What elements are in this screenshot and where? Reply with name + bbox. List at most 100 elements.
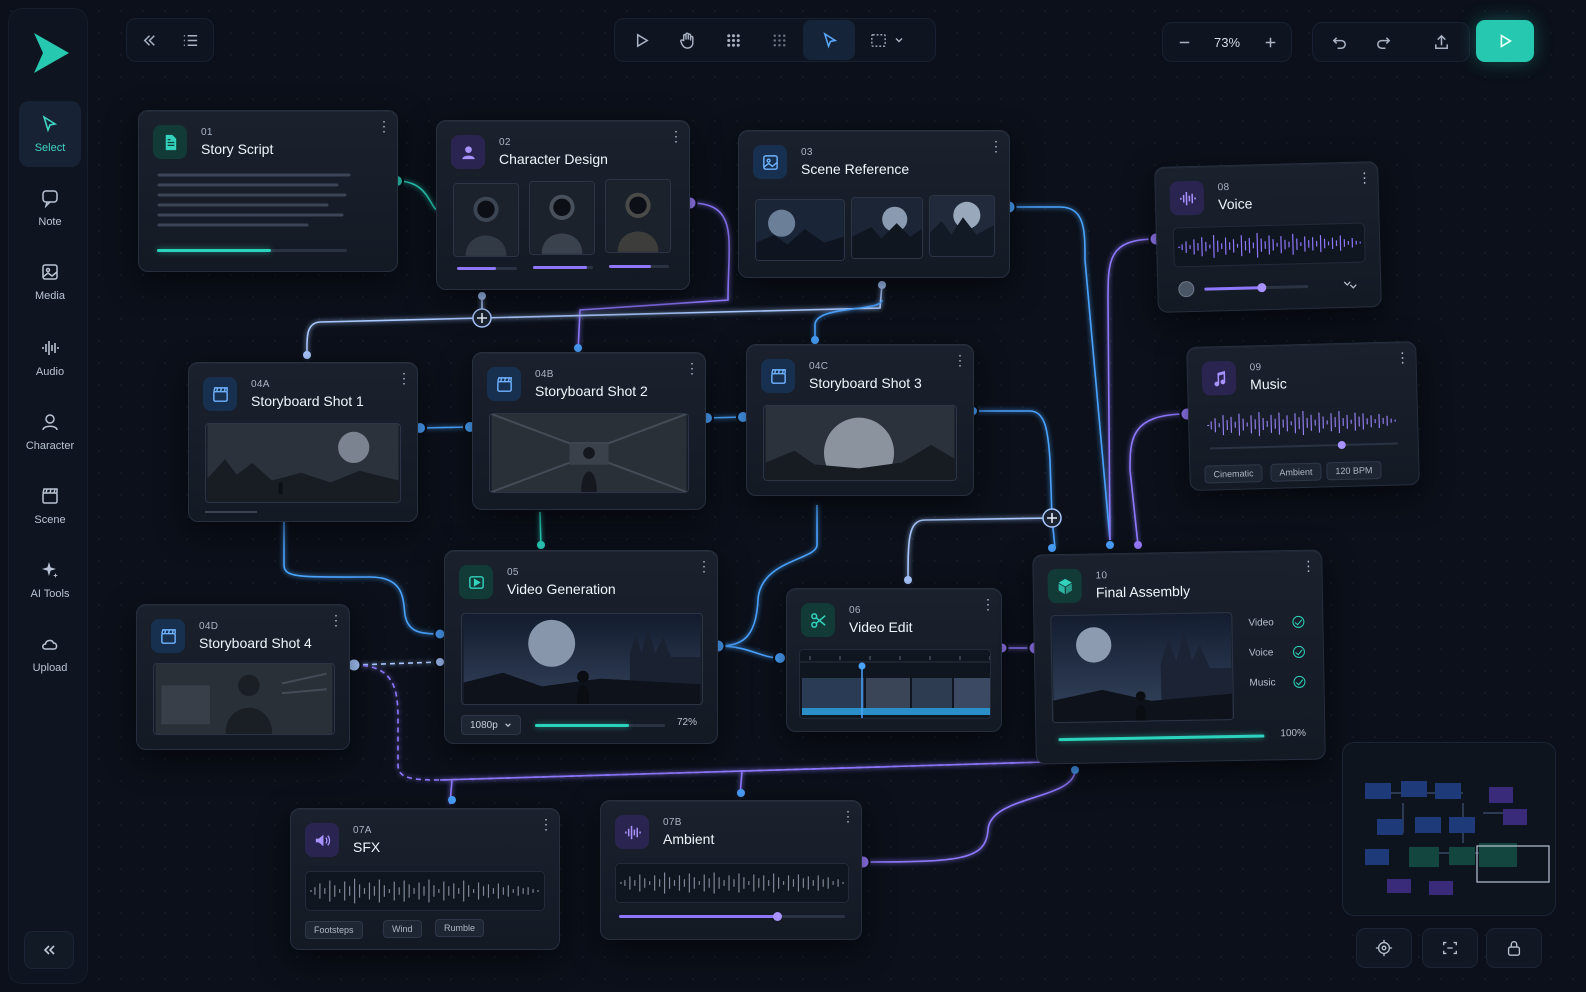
node-menu-button[interactable]: ⋮	[981, 596, 995, 612]
outline-button[interactable]	[170, 20, 211, 60]
resolution-select[interactable]: 1080p	[461, 715, 521, 735]
slider-handle[interactable]	[773, 912, 783, 921]
node-menu-button[interactable]: ⋮	[329, 612, 343, 628]
select-tool-button[interactable]	[803, 20, 855, 60]
slider-handle[interactable]	[1257, 283, 1267, 293]
shot-4-sketch[interactable]	[153, 663, 335, 735]
lock-canvas-button[interactable]	[1486, 928, 1542, 968]
node-video-generation[interactable]: 05 Video Generation ⋮ 1080p 72%	[444, 550, 718, 744]
music-tag[interactable]: 120 BPM	[1326, 460, 1382, 481]
node-menu-button[interactable]: ⋮	[1301, 557, 1316, 574]
tool-label: Audio	[35, 366, 65, 378]
tool-character[interactable]: Character	[19, 399, 81, 465]
speaker-avatar[interactable]	[1178, 280, 1195, 298]
tool-scene[interactable]: Scene	[19, 473, 81, 539]
recenter-button[interactable]	[1356, 928, 1412, 968]
tool-select[interactable]: Select	[19, 101, 81, 167]
minus-icon	[1179, 41, 1189, 43]
frame-tool-dropdown[interactable]	[857, 20, 915, 60]
node-voice[interactable]: 08 Voice ⋮	[1154, 161, 1382, 313]
zoom-in-button[interactable]	[1251, 22, 1289, 62]
sfx-tag[interactable]: Footsteps	[305, 921, 363, 939]
node-menu-button[interactable]: ⋮	[397, 370, 411, 386]
music-tag[interactable]: Cinematic	[1204, 464, 1263, 484]
clapper-icon	[487, 367, 521, 401]
fit-view-button[interactable]	[1422, 928, 1478, 968]
zoom-out-button[interactable]	[1165, 22, 1203, 62]
check-icon[interactable]	[1292, 615, 1305, 629]
edit-timeline[interactable]	[799, 649, 991, 719]
expand-icon[interactable]	[1342, 279, 1358, 291]
node-storyboard-shot-3[interactable]: 04C Storyboard Shot 3 ⋮	[746, 344, 974, 496]
node-menu-button[interactable]: ⋮	[953, 352, 967, 368]
reference-image-3[interactable]	[929, 195, 995, 257]
export-button[interactable]	[1419, 22, 1463, 62]
tool-audio[interactable]: Audio	[19, 325, 81, 391]
app-logo-icon	[34, 33, 69, 73]
node-scene-reference[interactable]: 03 Scene Reference ⋮	[738, 130, 1010, 278]
node-story-script[interactable]: 01 Story Script ⋮	[138, 110, 398, 272]
music-note-icon	[1201, 360, 1237, 396]
node-music[interactable]: 09 Music ⋮ Cinematic Ambient 120 BPM	[1186, 341, 1420, 491]
tool-upload[interactable]: Upload	[19, 621, 81, 687]
reference-image-2[interactable]	[851, 197, 923, 259]
node-ambient[interactable]: 07B Ambient ⋮	[600, 800, 862, 940]
node-menu-button[interactable]: ⋮	[1395, 349, 1410, 366]
node-storyboard-shot-2[interactable]: 04B Storyboard Shot 2 ⋮	[472, 352, 706, 510]
node-storyboard-shot-4[interactable]: 04D Storyboard Shot 4 ⋮	[136, 604, 350, 750]
tool-ai-tools[interactable]: AI Tools	[19, 547, 81, 613]
minimap[interactable]	[1342, 742, 1556, 916]
node-menu-button[interactable]: ⋮	[669, 128, 683, 144]
tool-label: Select	[34, 142, 66, 154]
collapse-sidebar-button[interactable]	[24, 931, 74, 969]
final-preview[interactable]	[1050, 612, 1235, 724]
node-sfx[interactable]: 07A SFX ⋮ Footsteps Wind Rumble	[290, 808, 560, 950]
shot-1-sketch[interactable]	[205, 423, 401, 503]
run-pipeline-button[interactable]	[1476, 20, 1534, 62]
node-menu-button[interactable]: ⋮	[697, 558, 711, 574]
node-menu-button[interactable]: ⋮	[685, 360, 699, 376]
back-button[interactable]	[129, 20, 170, 60]
node-number: 09	[1249, 362, 1262, 374]
left-sidebar: Select Note Media Audio Character Scene …	[8, 8, 88, 984]
node-menu-button[interactable]: ⋮	[841, 808, 855, 824]
node-character-design[interactable]: 02 Character Design ⋮	[436, 120, 690, 290]
music-scrubber[interactable]	[1209, 440, 1398, 450]
video-generation-preview[interactable]	[461, 613, 703, 705]
tool-note[interactable]: Note	[19, 175, 81, 241]
sfx-tag[interactable]: Rumble	[435, 919, 485, 937]
shot-2-sketch[interactable]	[489, 413, 689, 493]
scrubber-handle[interactable]	[1337, 440, 1346, 450]
pan-tool-button[interactable]	[665, 20, 709, 60]
check-icon[interactable]	[1292, 645, 1306, 659]
voice-level-slider[interactable]	[1204, 283, 1309, 293]
grid-button[interactable]	[711, 20, 755, 60]
check-icon[interactable]	[1293, 675, 1306, 689]
node-menu-button[interactable]: ⋮	[1357, 169, 1372, 186]
undo-button[interactable]	[1317, 22, 1361, 62]
sfx-tag[interactable]: Wind	[383, 920, 422, 938]
shot-3-sketch[interactable]	[763, 405, 957, 481]
node-video-edit[interactable]: 06 Video Edit ⋮	[786, 588, 1002, 732]
play-mode-button[interactable]	[619, 20, 663, 60]
music-tag[interactable]: Ambient	[1270, 462, 1322, 482]
ambient-level-slider[interactable]	[619, 912, 845, 921]
character-variant-3[interactable]	[605, 179, 671, 253]
node-menu-button[interactable]: ⋮	[989, 138, 1003, 154]
tool-label: Upload	[32, 662, 68, 674]
progress-fill	[1058, 734, 1265, 742]
tool-media[interactable]: Media	[19, 249, 81, 315]
node-title: Video Generation	[507, 581, 616, 597]
node-final-assembly[interactable]: 10 Final Assembly ⋮ Video Voice Music 10…	[1032, 549, 1326, 765]
node-menu-button[interactable]: ⋮	[539, 816, 553, 832]
redo-button[interactable]	[1361, 22, 1405, 62]
character-variant-1[interactable]	[453, 183, 519, 257]
slider-fill	[619, 915, 778, 918]
character-variant-2[interactable]	[529, 181, 595, 255]
waveform-icon	[615, 815, 649, 849]
snap-grid-button[interactable]	[757, 20, 801, 60]
node-menu-button[interactable]: ⋮	[377, 118, 391, 134]
node-storyboard-shot-1[interactable]: 04A Storyboard Shot 1 ⋮	[188, 362, 418, 522]
reference-image-1[interactable]	[755, 199, 845, 261]
chat-icon	[42, 190, 58, 208]
